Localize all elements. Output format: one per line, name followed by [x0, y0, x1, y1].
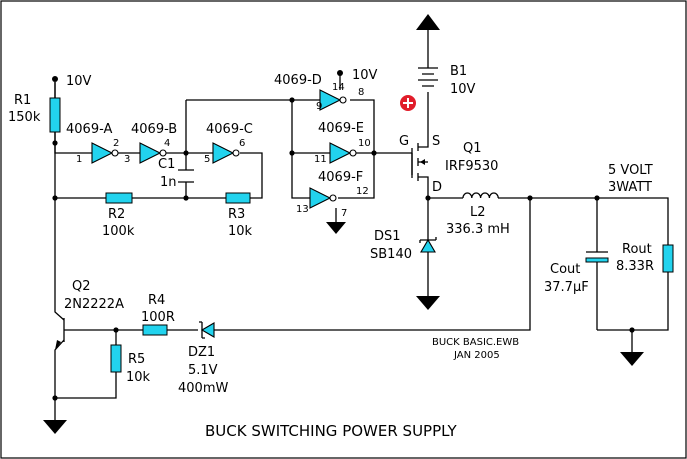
q1-value: IRF9530 [445, 159, 498, 174]
gate-4069-a: 4069-A 1 2 [66, 122, 119, 165]
c1: C1 1n [158, 157, 194, 190]
q1-ref: Q1 [463, 141, 482, 156]
supply-10v-right-label: 10V [352, 68, 378, 83]
gate-f-pin-out: 12 [356, 186, 369, 197]
gate-4069-e: 4069-E 11 10 [314, 121, 371, 165]
output-label-2: 3WATT [608, 180, 652, 195]
cout: Cout 37.7µF [544, 251, 609, 295]
gate-c-pin-out: 6 [239, 138, 245, 149]
l2-value: 336.3 mH [446, 222, 510, 237]
ground-gate-f [326, 222, 346, 234]
mosfet-q1: G S D Q1 IRF9530 [399, 134, 498, 195]
r3-ref: R3 [228, 207, 245, 222]
supply-10v-left-label: 10V [66, 74, 92, 89]
gate-d-label: 4069-D [274, 73, 322, 88]
r3-value: 10k [228, 224, 253, 239]
r2-ref: R2 [108, 207, 125, 222]
supply-10v-left: 10V [52, 74, 92, 89]
cout-value: 37.7µF [544, 280, 589, 295]
gate-a-pin-in: 1 [76, 154, 82, 165]
q2-value: 2N2222A [64, 297, 124, 312]
ds1-value: SB140 [370, 247, 412, 262]
gate-c-label: 4069-C [206, 122, 253, 137]
gate-e-pin-out: 10 [358, 138, 371, 149]
r4: R4 100R [141, 293, 175, 336]
q1-pin-gate: G [399, 134, 409, 149]
page-title: BUCK SWITCHING POWER SUPPLY [205, 422, 458, 440]
q1-pin-source: S [432, 134, 440, 149]
q2-ref: Q2 [72, 279, 91, 294]
r1-value: 150k [8, 110, 41, 125]
rout: Rout 8.33R [616, 242, 674, 274]
gate-b-pin-in: 3 [124, 154, 130, 165]
ground-output [620, 352, 644, 366]
r4-value: 100R [141, 310, 175, 325]
b1-value: 10V [450, 82, 476, 97]
dz1-value2: 400mW [178, 381, 228, 396]
r2: R2 100k [102, 192, 135, 239]
r5: R5 10k [110, 344, 151, 385]
gate-e-pin-in: 11 [314, 154, 327, 165]
c1-value: 1n [160, 175, 177, 190]
l2-ref: L2 [470, 205, 486, 220]
c1-ref: C1 [158, 157, 175, 172]
gate-4069-b: 4069-B 3 4 [124, 122, 177, 165]
wires [54, 30, 669, 420]
battery-b1: B1 10V [400, 64, 476, 111]
cout-ref: Cout [550, 262, 580, 277]
r5-ref: R5 [128, 352, 145, 367]
supply-10v-right: 10V [337, 68, 378, 83]
ground-ds1 [416, 296, 440, 310]
r5-value: 10k [126, 370, 151, 385]
ground-q2 [43, 420, 67, 434]
r1-ref: R1 [14, 93, 31, 108]
gate-d-pin-out: 8 [358, 87, 364, 98]
r3: R3 10k [225, 192, 253, 239]
zener-dz1: DZ1 5.1V 400mW [178, 321, 228, 396]
rout-value: 8.33R [616, 259, 654, 274]
r1: R1 150k [8, 82, 61, 143]
ds1-ref: DS1 [374, 229, 401, 244]
diode-ds1: DS1 SB140 [370, 229, 437, 262]
gate-b-pin-out: 4 [164, 138, 170, 149]
gate-4069-d: 4069-D 9 8 14 [274, 73, 364, 112]
gate-d-pin-vdd: 14 [332, 82, 345, 93]
r2-value: 100k [102, 224, 135, 239]
rout-ref: Rout [622, 242, 652, 257]
q1-pin-drain: D [432, 180, 442, 195]
gate-f-label: 4069-F [318, 170, 363, 185]
junctions [52, 97, 635, 401]
dz1-value: 5.1V [188, 363, 218, 378]
dz1-ref: DZ1 [188, 345, 215, 360]
gate-a-label: 4069-A [66, 122, 112, 137]
transistor-q2: Q2 2N2222A [55, 279, 124, 350]
gate-d-pin-in: 9 [316, 101, 322, 112]
gate-c-pin-in: 5 [204, 154, 210, 165]
file-note: BUCK BASIC.EWB [432, 337, 519, 348]
date-note: JAN 2005 [453, 350, 500, 361]
r4-ref: R4 [148, 293, 165, 308]
gate-b-label: 4069-B [131, 122, 177, 137]
gate-4069-f: 4069-F 13 12 7 [296, 170, 369, 219]
gate-f-pin-in: 13 [296, 204, 309, 215]
output-label-1: 5 VOLT [608, 163, 653, 178]
gate-4069-c: 4069-C 5 6 [204, 122, 253, 165]
b1-ref: B1 [450, 64, 467, 79]
inductor-l2: L2 336.3 mH [446, 192, 510, 237]
gate-f-pin-gnd: 7 [341, 208, 347, 219]
gate-e-label: 4069-E [318, 121, 364, 136]
gate-a-pin-out: 2 [113, 138, 119, 149]
ground-battery-top [416, 14, 440, 30]
